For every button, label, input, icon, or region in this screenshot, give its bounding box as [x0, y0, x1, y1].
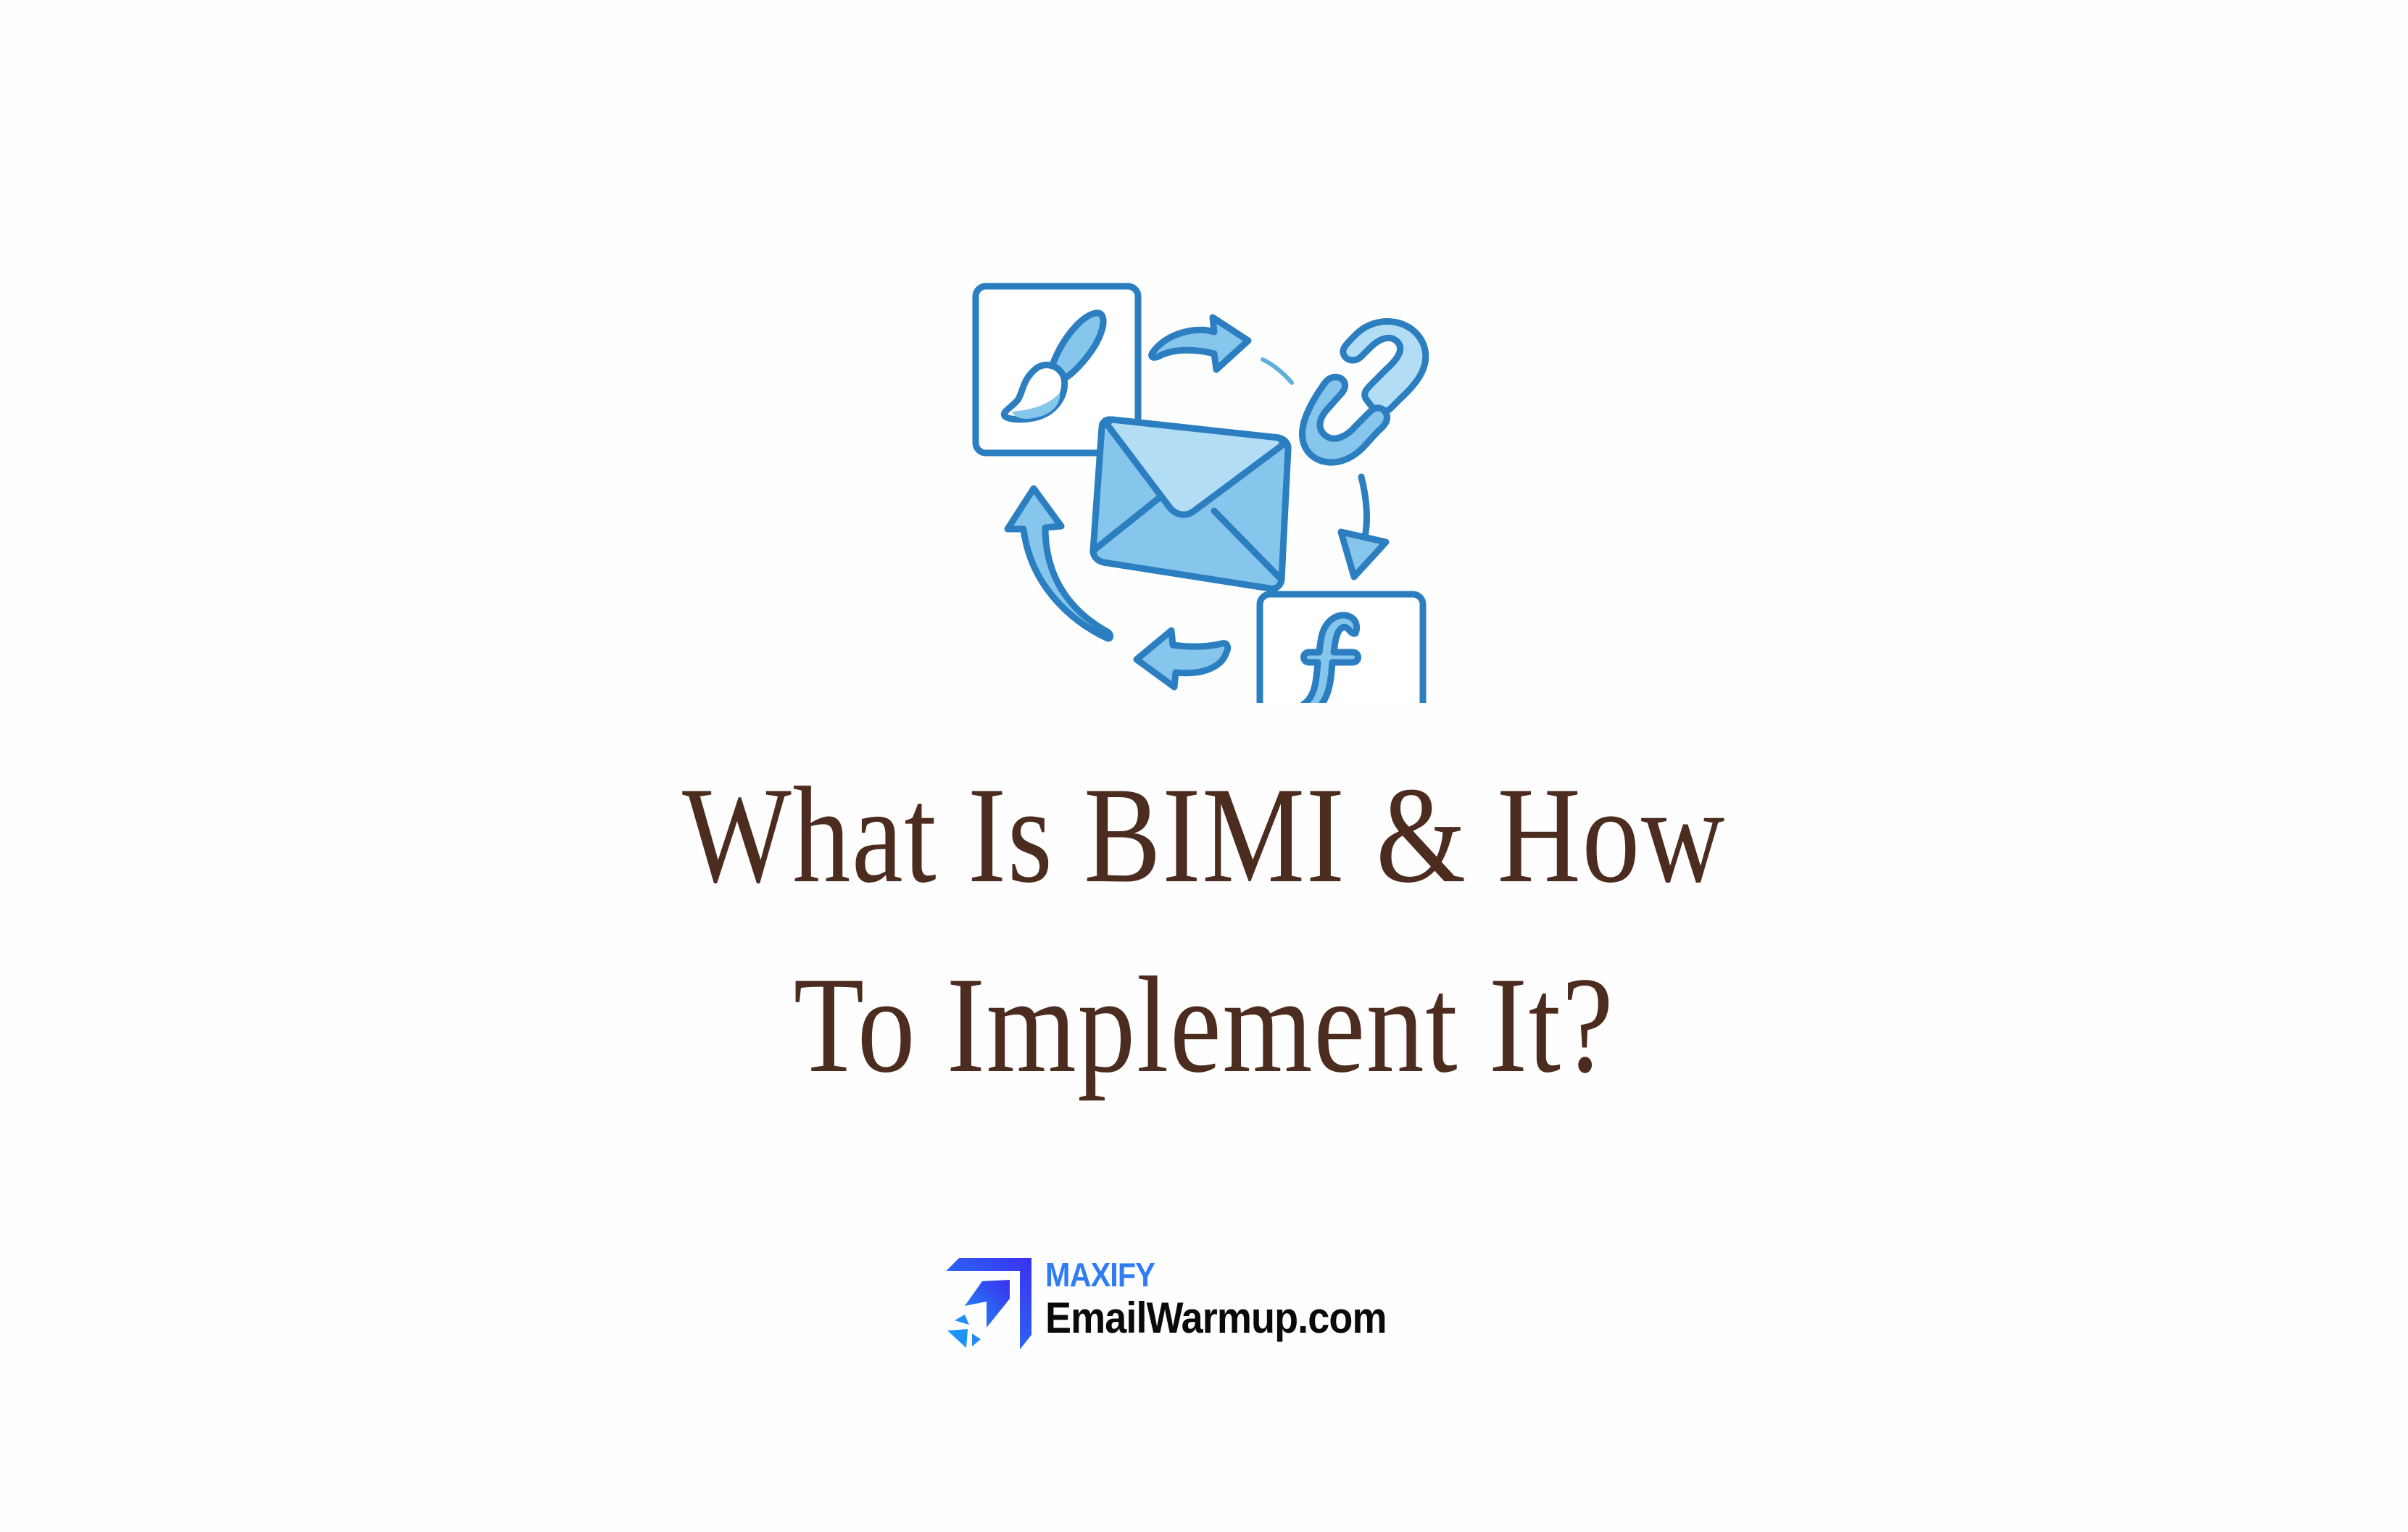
brand-logo: MAXIFY EmailWarmup.com	[939, 1255, 1475, 1353]
title-line-1: What Is BIMI & How	[682, 759, 1726, 912]
arrow-up-icon	[1004, 485, 1114, 642]
paintbrush-card	[972, 283, 1142, 457]
paintbrush-icon	[1000, 309, 1107, 423]
maxify-logo-icon	[946, 1258, 1031, 1349]
f-letter-icon	[1300, 612, 1361, 703]
f-card	[1256, 591, 1427, 703]
dash-connector	[1261, 357, 1294, 385]
envelope-icon	[1089, 416, 1292, 592]
arrow-right-icon	[1148, 314, 1252, 373]
bimi-illustration	[972, 283, 1429, 703]
brand-name-main: EmailWarmup.com	[1045, 1294, 1387, 1342]
chain-link-icon	[1299, 318, 1429, 466]
title-line-2: To Implement It?	[793, 949, 1615, 1102]
arrow-left-icon	[1133, 627, 1232, 691]
brand-name-top: MAXIFY	[1045, 1256, 1155, 1294]
arrow-down-icon	[1358, 473, 1370, 544]
